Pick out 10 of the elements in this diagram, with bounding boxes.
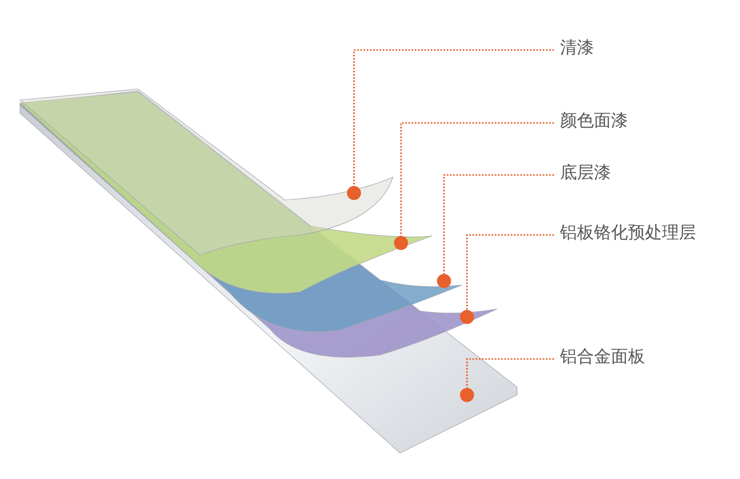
layer-label: 颜色面漆	[560, 111, 628, 131]
leader-line	[460, 234, 554, 324]
leader-line	[437, 174, 554, 288]
leader-line	[394, 122, 554, 250]
layer-label: 铝合金面板	[560, 347, 645, 367]
layer-label: 底层漆	[560, 163, 611, 183]
leader-line	[460, 358, 554, 402]
leader-line	[347, 49, 554, 200]
layer-label: 铝板铬化预处理层	[560, 223, 696, 243]
layer-label: 清漆	[560, 38, 594, 58]
